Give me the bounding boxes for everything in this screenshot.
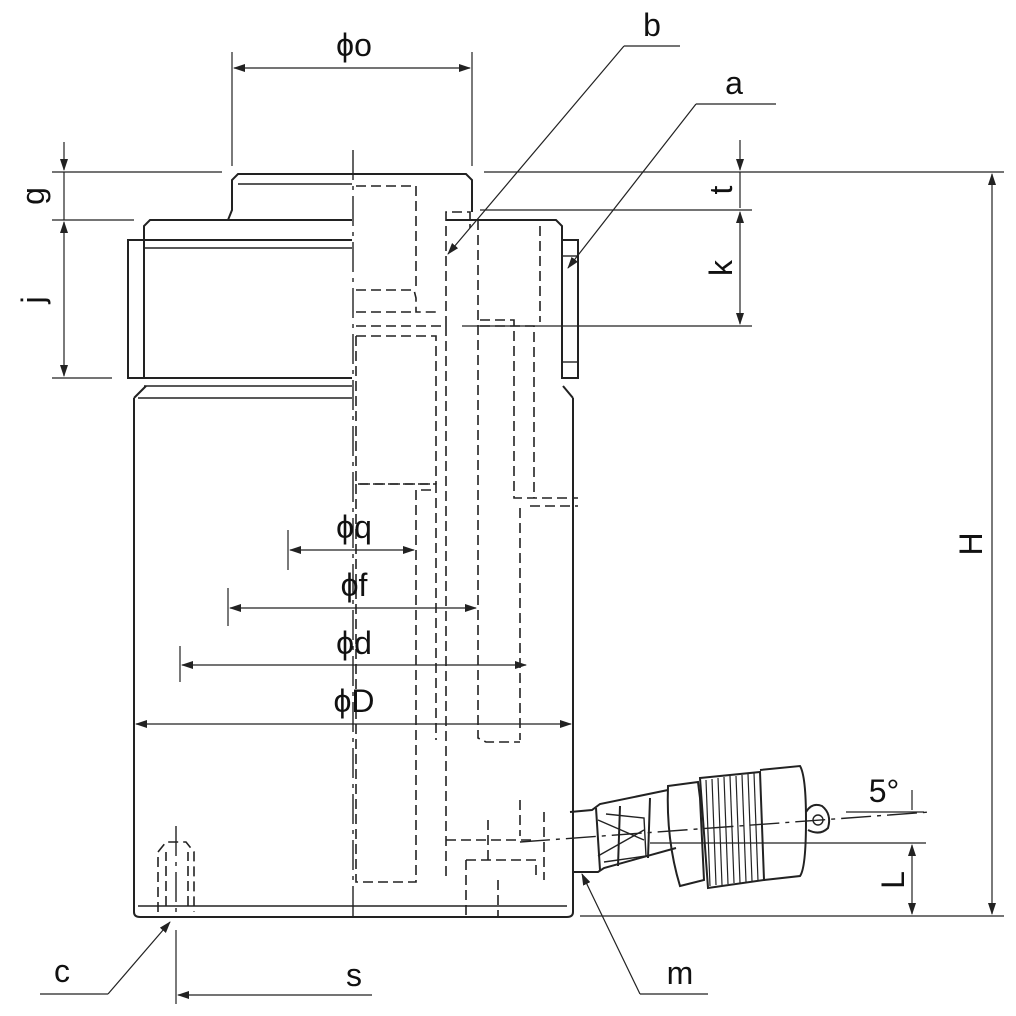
label-j: j (15, 296, 51, 304)
label-phi-o: ϕo (336, 27, 372, 63)
label-t: t (703, 185, 739, 194)
label-phi-f: ϕf (341, 567, 368, 603)
label-g: g (15, 187, 51, 205)
label-angle: 5° (869, 773, 900, 809)
label-m: m (667, 955, 694, 991)
hidden-lines (355, 185, 578, 916)
label-H: H (953, 532, 989, 555)
dimensions (52, 52, 1004, 1004)
leader-lines (40, 45, 776, 995)
label-L: L (875, 871, 911, 889)
label-phi-d: ϕd (336, 625, 372, 661)
plunger-top (227, 173, 473, 221)
label-phi-D: ϕD (333, 683, 374, 719)
coupler (519, 764, 931, 890)
label-b: b (643, 7, 661, 43)
label-phi-q: ϕq (336, 509, 372, 545)
stop-ring (127, 219, 579, 387)
label-s: s (346, 957, 362, 993)
label-c: c (54, 953, 70, 989)
label-a: a (725, 65, 743, 101)
tapped-hole (157, 826, 195, 918)
label-k: k (703, 259, 739, 276)
